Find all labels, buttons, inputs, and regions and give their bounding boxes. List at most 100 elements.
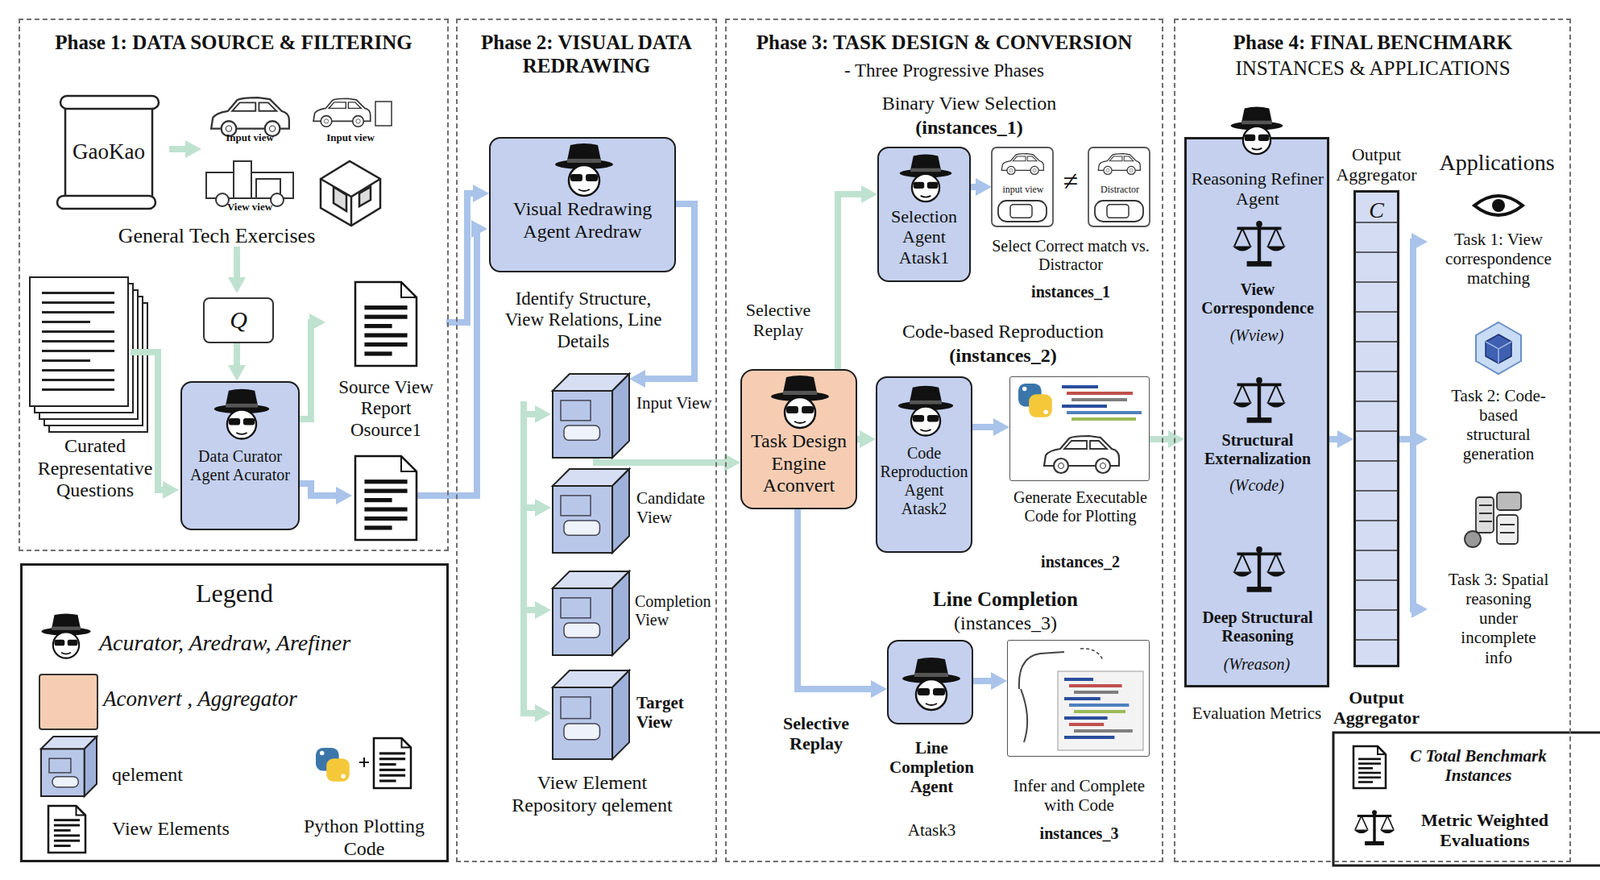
graphic-path bbox=[1251, 148, 1263, 150]
query-box: Q bbox=[203, 297, 274, 344]
code-line bbox=[1066, 410, 1142, 415]
graphic-rect bbox=[233, 161, 252, 199]
graphic-circle bbox=[1100, 463, 1107, 469]
graphic-path bbox=[1485, 334, 1512, 364]
graphic-rect bbox=[1028, 393, 1053, 418]
car-sketch bbox=[1044, 435, 1120, 473]
graphic-path bbox=[236, 432, 247, 435]
node-illustration bbox=[1007, 640, 1151, 758]
graphic-rect bbox=[801, 406, 814, 414]
graphic-path bbox=[1268, 227, 1285, 246]
graphic-path bbox=[401, 281, 417, 298]
flow-arrow bbox=[233, 246, 241, 284]
legend-text: qelement bbox=[111, 763, 354, 787]
flow-connector bbox=[1329, 435, 1344, 443]
free-label: Binary View Selection bbox=[872, 92, 1066, 116]
flow-connector bbox=[1399, 439, 1418, 610]
node-text: Task Design Engine Aconvert bbox=[741, 430, 856, 498]
report-docs: Source View Report Osource1 bbox=[325, 281, 447, 540]
node-illustration bbox=[552, 468, 630, 553]
node-text: INSTANCES & APPLICATIONS bbox=[1175, 57, 1571, 81]
car-sketch bbox=[1098, 153, 1140, 175]
graphic-line bbox=[1237, 551, 1282, 556]
graphic-rect bbox=[927, 414, 939, 423]
graphic-path bbox=[552, 373, 630, 391]
document-icon bbox=[355, 455, 417, 540]
graphic-circle bbox=[1043, 409, 1049, 415]
graphic-path bbox=[1240, 107, 1273, 126]
graphic-rect bbox=[560, 696, 591, 719]
code-line bbox=[1073, 690, 1119, 694]
graphic-rect bbox=[552, 588, 613, 655]
graphic-path bbox=[552, 468, 630, 486]
graphic-circle bbox=[1129, 168, 1133, 172]
text-line bbox=[41, 310, 115, 314]
node-illustration bbox=[888, 641, 975, 726]
view-sketch bbox=[375, 101, 392, 126]
code-line bbox=[1069, 683, 1123, 688]
graphic-rect bbox=[1358, 771, 1381, 775]
graphic-g bbox=[1464, 492, 1522, 548]
graphic-rect bbox=[364, 516, 407, 521]
graphic-path bbox=[1080, 648, 1103, 660]
graphic-circle bbox=[1372, 809, 1377, 815]
graphic-rect bbox=[379, 762, 397, 766]
application-item: Task 2: Code-based structural generation bbox=[1427, 319, 1570, 465]
node-text: input view bbox=[994, 184, 1052, 196]
graphic-rect bbox=[914, 672, 949, 677]
graphic-rect bbox=[927, 182, 939, 189]
graphic-ellipse bbox=[214, 404, 270, 414]
graphic-path bbox=[1232, 402, 1252, 407]
node-text: Evaluation Metrics bbox=[1186, 703, 1327, 723]
graphic-rect bbox=[1496, 492, 1522, 510]
graphic-rect bbox=[41, 748, 85, 796]
edge-label: Selective Replay bbox=[761, 712, 871, 755]
graphic-circle bbox=[319, 750, 325, 756]
graphic-circle bbox=[323, 119, 328, 124]
graphic-circle bbox=[1022, 386, 1028, 392]
graphic-rect bbox=[364, 323, 392, 328]
aggregator-cell bbox=[1355, 638, 1397, 641]
flow-connector bbox=[596, 457, 731, 463]
code-line bbox=[1069, 703, 1129, 707]
graphic-rect bbox=[65, 103, 153, 201]
graphic-path bbox=[48, 805, 86, 853]
graphic-rect bbox=[570, 174, 583, 182]
node-text: C bbox=[1355, 197, 1397, 224]
graphic-circle bbox=[1492, 198, 1505, 212]
graphic-rect bbox=[364, 489, 407, 494]
document-icon bbox=[1353, 746, 1386, 788]
node-text: Code Reproduction Agent Atask2 bbox=[876, 443, 973, 519]
agent-box: Selection Agent Atask1 bbox=[877, 146, 971, 282]
graphic-circle bbox=[1058, 463, 1065, 469]
node-illustration bbox=[1186, 139, 1332, 690]
node-text: Phase 3: TASK DESIGN & CONVERSION bbox=[726, 31, 1162, 55]
flow-arrow bbox=[169, 145, 192, 153]
graphic-circle bbox=[1095, 458, 1111, 473]
graphic-circle bbox=[784, 397, 816, 428]
graphic-rect bbox=[1475, 497, 1494, 533]
aggregator-column: Output AggregatorCOutput Aggregator bbox=[1353, 190, 1400, 668]
node-illustration bbox=[552, 373, 630, 458]
graphic-path bbox=[50, 613, 81, 631]
graphic-circle bbox=[916, 679, 947, 710]
graphic-path bbox=[355, 281, 417, 366]
flow-connector bbox=[233, 343, 241, 372]
node-text: Structural Externalization bbox=[1188, 431, 1327, 469]
graphic-circle bbox=[269, 125, 275, 132]
graphic-rect bbox=[53, 833, 80, 837]
graphic-ellipse bbox=[555, 159, 614, 170]
node-text: Source View Report Osource1 bbox=[325, 377, 447, 441]
graphic-rect bbox=[326, 758, 350, 782]
node-text: (Wview) bbox=[1186, 326, 1327, 345]
graphic-path bbox=[232, 102, 277, 111]
graphic-circle bbox=[1030, 165, 1039, 175]
node-text: Reasoning Refiner Agent bbox=[1189, 168, 1326, 210]
graphic-path bbox=[1377, 746, 1386, 755]
legend-text: Metric Weighted Evaluations bbox=[1400, 809, 1570, 851]
node-text: Candidate View bbox=[636, 488, 721, 527]
node-text: (Wreason) bbox=[1186, 654, 1327, 674]
flow-connector bbox=[1399, 435, 1418, 443]
aggregator-cell bbox=[1355, 519, 1397, 522]
graphic-ellipse bbox=[1231, 121, 1284, 131]
